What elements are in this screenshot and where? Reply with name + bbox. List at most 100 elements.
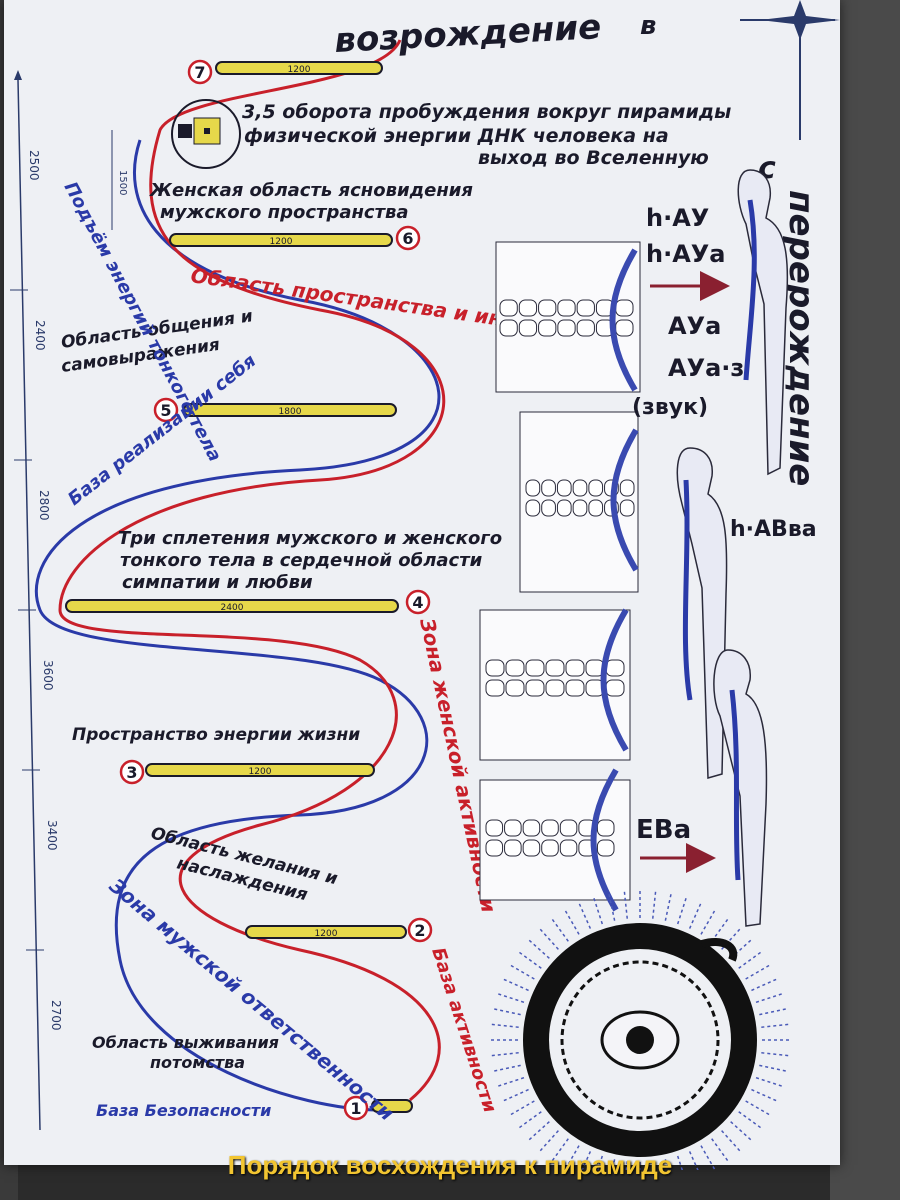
tooth <box>557 319 576 337</box>
bar-value: 1200 <box>315 929 338 939</box>
ray <box>551 918 569 942</box>
tooth <box>504 819 522 837</box>
level-3-label-1: Пространство энергии жизни <box>72 725 360 745</box>
tooth <box>541 819 559 837</box>
energy-bar <box>145 763 375 777</box>
scale-line <box>10 70 44 1131</box>
tooth <box>518 299 538 317</box>
energy-bar <box>169 233 393 247</box>
bar-value: 1200 <box>270 237 293 247</box>
tooth <box>525 659 545 677</box>
ray <box>745 964 771 980</box>
level-3-bar: 1200 3 <box>119 759 375 785</box>
level-2-base: База активности <box>427 945 500 1115</box>
tooth <box>538 299 557 317</box>
tooth <box>619 499 635 517</box>
ray <box>509 964 535 980</box>
level-4-label-1: Три сплетения мужского и женского <box>118 528 502 549</box>
scale-mark-4: 3600 <box>41 660 55 691</box>
ray <box>493 1064 521 1072</box>
ray <box>502 1088 529 1102</box>
sound-6: h·АВва <box>730 517 817 542</box>
energy-bar <box>183 403 397 417</box>
scale-mark-3: 2800 <box>37 490 51 521</box>
background-right <box>830 0 900 1200</box>
tooth <box>505 659 525 677</box>
ray <box>721 928 741 950</box>
ray <box>755 1076 783 1088</box>
top-note-line-1: 3,5 оборота пробуждения вокруг пирамиды <box>242 101 731 123</box>
ray <box>688 902 702 929</box>
level-4-label-2: тонкого тела в сердечной области <box>120 550 483 571</box>
tooth <box>504 839 522 857</box>
tooth <box>605 659 625 677</box>
level-number-circle <box>153 397 179 423</box>
sound-2: h·АУа <box>646 240 725 268</box>
level-number-circle <box>407 917 433 943</box>
level-1-label-1: Область выживания <box>92 1033 279 1052</box>
compass-star-icon <box>740 0 840 140</box>
tooth <box>485 839 504 857</box>
level-number-circle <box>395 225 421 251</box>
level-number: 1 <box>350 1099 361 1118</box>
level-number: 2 <box>414 921 425 940</box>
sound-5: (звук) <box>632 395 708 420</box>
ray <box>755 992 783 1004</box>
spine-markings <box>682 199 757 881</box>
ray <box>652 890 657 919</box>
ouroboros-eye-icon <box>490 890 790 1170</box>
tooth <box>522 839 541 857</box>
ray <box>497 1076 525 1088</box>
title-top: возрождение <box>333 7 602 61</box>
blue-energy-curve <box>34 139 441 1112</box>
level-number-circle <box>187 59 213 85</box>
tooth <box>605 679 625 697</box>
ray <box>711 918 729 942</box>
ray <box>596 1155 604 1170</box>
ray <box>688 1151 699 1170</box>
tooth <box>485 659 505 677</box>
ray <box>664 893 672 921</box>
level-number: 3 <box>126 763 137 782</box>
level-6-label-1: Женская область ясновидения <box>148 180 473 201</box>
tooth <box>615 299 634 317</box>
bar-value: 2400 <box>221 603 244 613</box>
tooth <box>538 319 557 337</box>
ray <box>700 1145 716 1170</box>
tooth <box>525 499 541 517</box>
tooth <box>576 299 595 317</box>
level-number-circle <box>119 759 145 785</box>
ray <box>518 1111 542 1129</box>
caption: Порядок восхождения к пирамиде <box>227 1150 673 1180</box>
ray <box>738 1111 762 1129</box>
tooth <box>522 819 541 837</box>
ray <box>490 1052 519 1057</box>
pyramid-symbol-icon <box>171 99 241 169</box>
ray <box>493 1008 521 1016</box>
tooth <box>545 679 565 697</box>
level-number: 7 <box>194 63 205 82</box>
blue-lower-label: Зона мужской ответственности <box>104 873 399 1126</box>
tooth <box>541 499 556 517</box>
tooth <box>505 679 525 697</box>
ray <box>730 939 752 959</box>
level-number-circle <box>343 1095 369 1121</box>
tooth <box>541 479 556 497</box>
scale-mark-6: 2700 <box>49 1000 63 1031</box>
ray <box>551 1138 569 1162</box>
level-2-bar: 1200 2 <box>245 917 433 943</box>
tooth <box>485 819 504 837</box>
level-1-bar: 1 <box>343 1095 413 1121</box>
ray <box>745 1100 771 1116</box>
ray <box>528 1121 550 1141</box>
bar-value: 1200 <box>249 767 272 777</box>
human-figures <box>676 169 789 927</box>
level-number-circle <box>405 589 431 615</box>
tooth <box>556 499 572 517</box>
tooth <box>588 479 604 497</box>
sound-7: ЕВа <box>636 815 691 845</box>
tooth <box>541 839 559 857</box>
lip-shading <box>609 248 638 392</box>
